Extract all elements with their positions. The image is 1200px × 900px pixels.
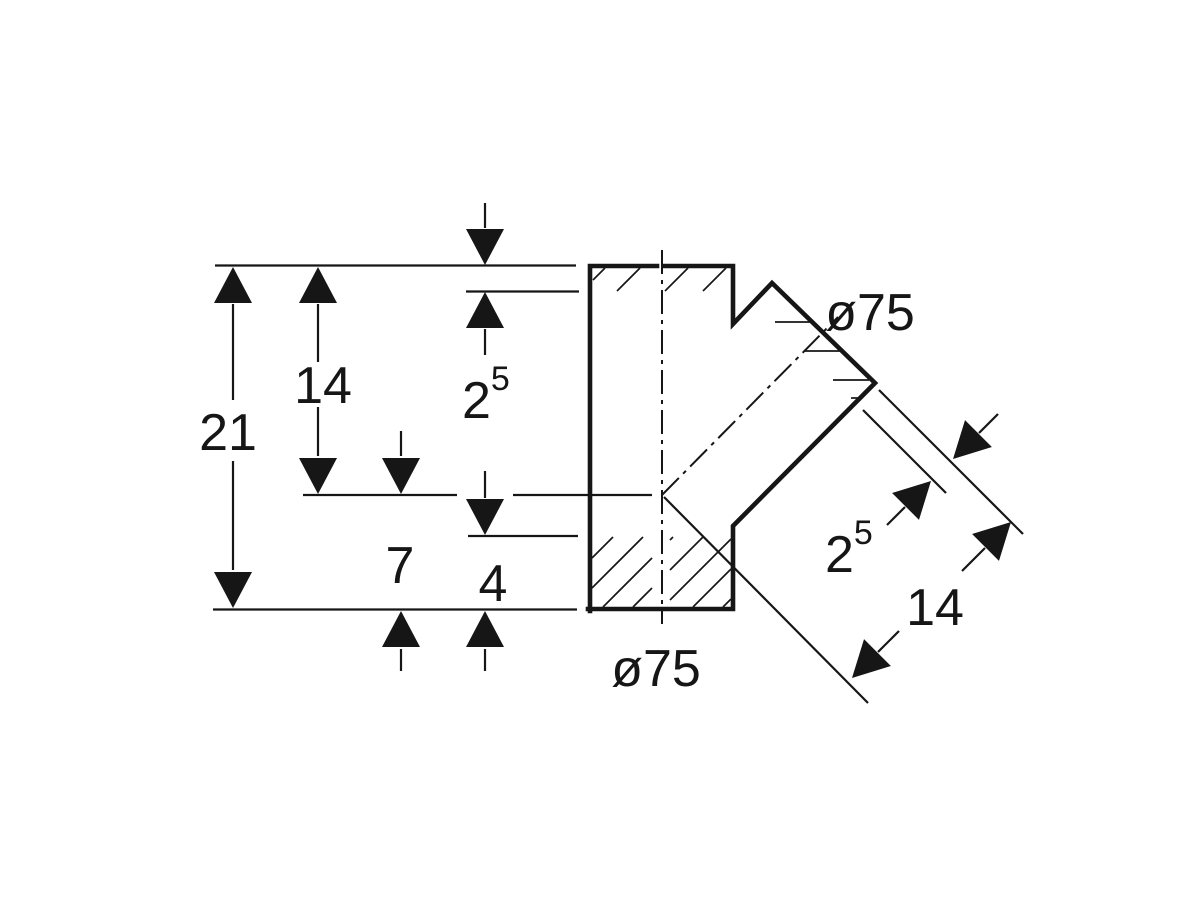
- dimension-arrowhead: [299, 267, 337, 303]
- hatch-line: [632, 587, 653, 608]
- hatch-line: [669, 538, 732, 601]
- hatch-line: [692, 568, 732, 608]
- hatch-line: [664, 267, 689, 292]
- dimension-line: [862, 409, 947, 494]
- dimension-line: [877, 630, 900, 653]
- dimension-arrowhead: [299, 458, 337, 494]
- body-outline: [585, 263, 879, 612]
- dimension-arrowhead: [382, 458, 420, 494]
- dimension-arrowhead: [892, 481, 931, 520]
- dimension-line: [978, 413, 999, 434]
- hatch-line: [591, 536, 644, 589]
- dimension-arrowhead: [214, 572, 252, 608]
- body-outline: [587, 263, 660, 614]
- dim-branch-diameter: ø75: [825, 284, 915, 342]
- dim-upper-height: 14: [294, 357, 352, 415]
- dimension-arrowhead: [466, 229, 504, 265]
- hatch-line: [592, 267, 606, 281]
- dimension-arrowhead: [953, 420, 992, 459]
- dim-wall-thickness-top: 25: [462, 360, 510, 430]
- dimension-arrowhead: [466, 292, 504, 328]
- hatch-line: [722, 598, 732, 608]
- dimension-line: [663, 496, 869, 704]
- dimension-arrowhead: [214, 267, 252, 303]
- dimension-arrowhead: [466, 499, 504, 535]
- centerline: [661, 316, 839, 496]
- dimension-arrowhead: [466, 611, 504, 647]
- dim-total-height: 21: [199, 404, 257, 462]
- hatch-line: [616, 267, 641, 292]
- dim-main-diameter: ø75: [611, 640, 701, 698]
- hatch-line: [702, 267, 727, 292]
- hatch-line: [669, 536, 704, 571]
- hatch-line: [669, 536, 674, 541]
- dim-branch-length: 14: [906, 579, 964, 637]
- dimension-line: [961, 547, 986, 572]
- dimension-arrowhead: [382, 611, 420, 647]
- dimension-line: [878, 389, 1024, 535]
- dim-lower-height: 7: [386, 537, 415, 595]
- dimension-arrowhead: [972, 522, 1011, 561]
- dim-branch-wall-thickness: 25: [825, 514, 873, 584]
- hatch-line: [591, 536, 614, 559]
- dimension-line: [886, 506, 906, 526]
- dim-lower-inset: 4: [479, 555, 508, 613]
- hatch-line: [602, 557, 653, 608]
- dimension-arrowhead: [852, 639, 891, 678]
